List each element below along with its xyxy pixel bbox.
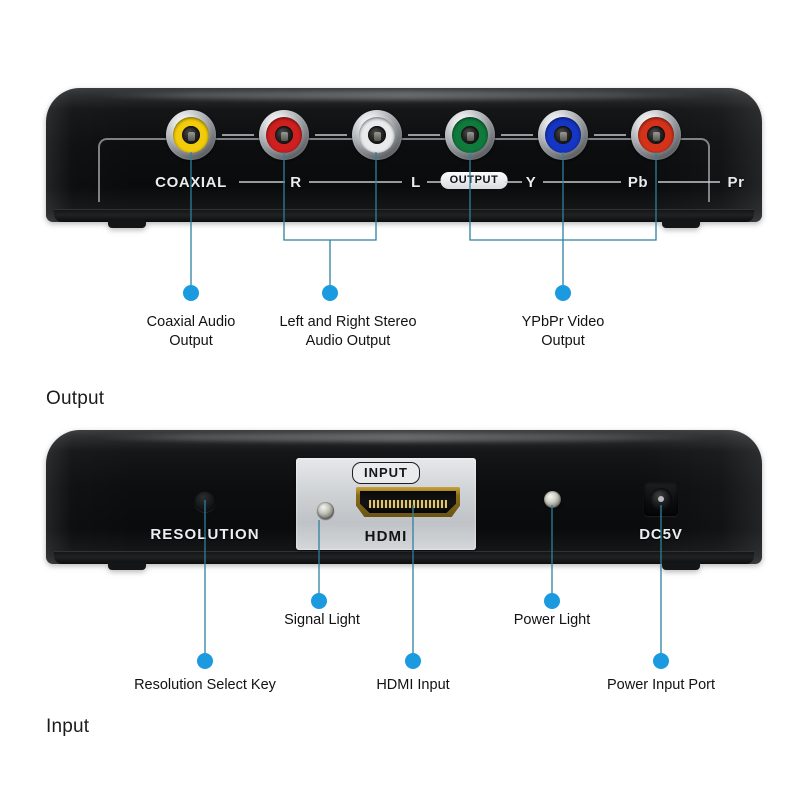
power-light-led <box>544 491 561 508</box>
callout-dot-signal-light <box>311 593 327 609</box>
callout-dot-coaxial <box>183 285 199 301</box>
audio-l-port-hole <box>368 126 386 144</box>
input-badge: INPUT <box>352 462 420 484</box>
port-divider-tick <box>222 134 254 136</box>
audio-r-port-hole <box>275 126 293 144</box>
chassis-base-lip <box>54 209 754 222</box>
dc-jack-center-pin <box>658 496 664 502</box>
port-divider-tick <box>501 134 533 136</box>
video-pb-port[interactable] <box>538 110 588 160</box>
device-foot-left <box>108 562 146 570</box>
coaxial-port-pin <box>187 132 195 142</box>
video-pr-port-hole <box>647 126 665 144</box>
callout-stereo-audio-output: Left and Right Stereo Audio Output <box>279 314 417 349</box>
callout-power-light: Power Light <box>513 612 591 628</box>
silk-rule <box>309 181 402 183</box>
audio-r-port-pin <box>280 132 288 142</box>
callout-ypbpr-video-output: YPbPr Video Output <box>521 314 605 349</box>
port-divider-tick <box>594 134 626 136</box>
hdmi-port-cavity <box>360 491 456 513</box>
label-dc5v: DC5V <box>639 526 683 543</box>
silk-rule <box>658 181 720 183</box>
callout-dot-stereo <box>322 285 338 301</box>
port-divider-tick <box>408 134 440 136</box>
video-y-port[interactable] <box>445 110 495 160</box>
device-foot-left <box>108 220 146 228</box>
device-foot-right <box>662 220 700 228</box>
output-badge: OUTPUT <box>440 172 508 189</box>
video-pb-port-hole <box>554 126 572 144</box>
hdmi-port-contacts <box>369 500 447 508</box>
label-hdmi: HDMI <box>364 528 408 545</box>
hdmi-input-port[interactable] <box>356 487 460 517</box>
dc-jack-barrel <box>650 488 672 510</box>
callout-dot-power-light <box>544 593 560 609</box>
device-foot-right <box>662 562 700 570</box>
callout-dot-power-input <box>653 653 669 669</box>
label-video-pb: Pb <box>627 174 649 191</box>
resolution-button[interactable] <box>194 490 216 512</box>
section-caption-input: Input <box>46 716 90 737</box>
coaxial-port-hole <box>182 126 200 144</box>
callout-resolution-select: Resolution Select Key <box>134 677 276 693</box>
video-y-port-pin <box>466 132 474 142</box>
signal-light-led <box>317 502 334 519</box>
callout-power-input-port: Power Input Port <box>607 677 715 693</box>
video-pr-port[interactable] <box>631 110 681 160</box>
silk-rule <box>239 181 285 183</box>
label-audio-r: R <box>290 174 302 191</box>
label-video-y: Y <box>525 174 537 191</box>
section-caption-output: Output <box>46 388 105 409</box>
audio-r-port[interactable] <box>259 110 309 160</box>
video-pr-port-pin <box>652 132 660 142</box>
callout-coaxial-audio-output: Coaxial Audio Output <box>146 314 236 349</box>
label-resolution: RESOLUTION <box>150 526 260 543</box>
audio-l-port[interactable] <box>352 110 402 160</box>
audio-l-port-pin <box>373 132 381 142</box>
coaxial-port[interactable] <box>166 110 216 160</box>
label-coaxial: COAXIAL <box>155 174 227 191</box>
video-y-port-hole <box>461 126 479 144</box>
callout-hdmi-input: HDMI Input <box>376 677 450 693</box>
hdmi-faceplate: INPUT HDMI <box>296 458 476 550</box>
silk-rule <box>427 181 444 183</box>
device-input-panel: RESOLUTION INPUT HDMI DC5V <box>46 430 762 570</box>
label-video-pr: Pr <box>727 174 745 191</box>
callout-signal-light: Signal Light <box>284 612 360 628</box>
silk-rule <box>505 181 522 183</box>
callout-dot-hdmi-input <box>405 653 421 669</box>
callout-dot-resolution <box>197 653 213 669</box>
power-input-port[interactable] <box>644 482 678 516</box>
chassis-base-lip <box>54 551 754 564</box>
label-audio-l: L <box>411 174 421 191</box>
callout-dot-ypbpr <box>555 285 571 301</box>
device-output-panel: COAXIAL R L OUTPUT Y Pb Pr <box>46 88 762 228</box>
silk-rule <box>543 181 621 183</box>
port-divider-tick <box>315 134 347 136</box>
video-pb-port-pin <box>559 132 567 142</box>
